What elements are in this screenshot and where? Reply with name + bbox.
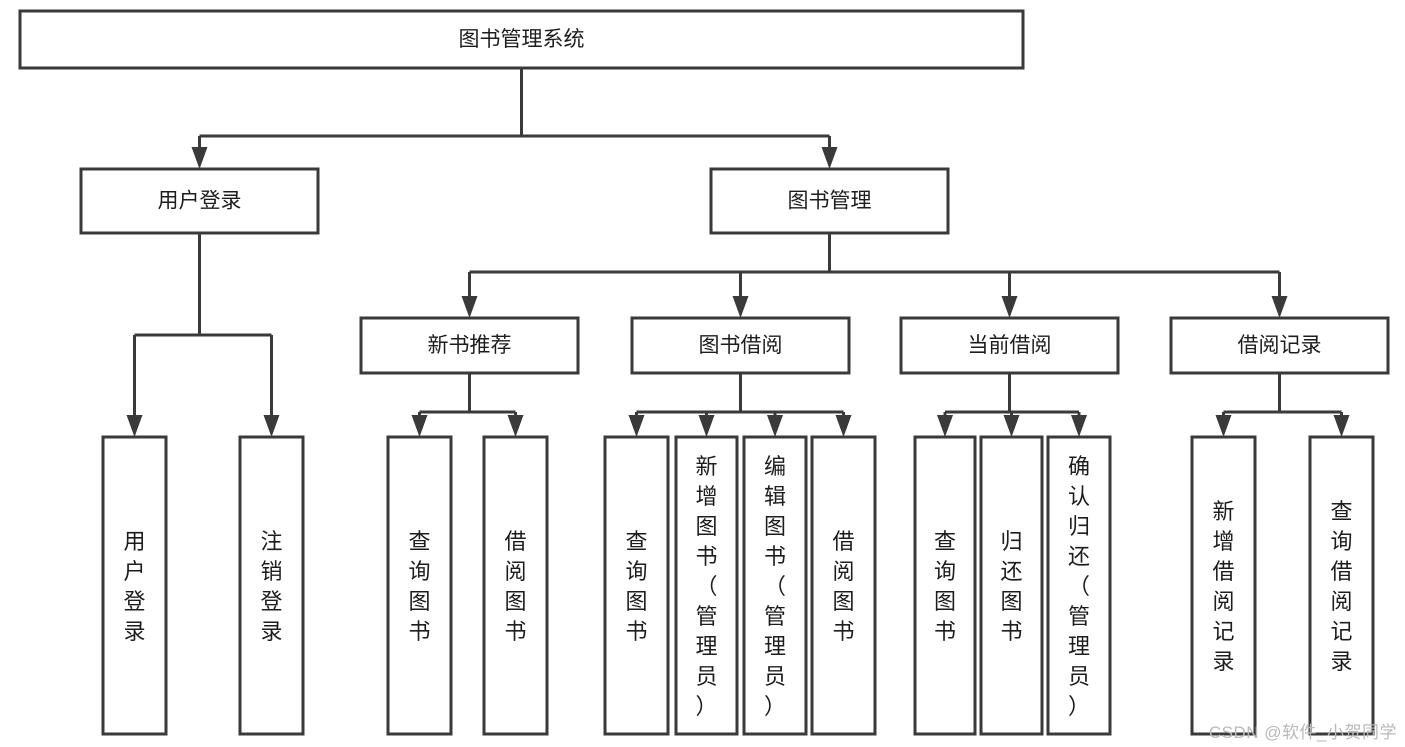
node-level3-0-rect[interactable]: [359, 316, 580, 375]
node-level3-2[interactable]: 当前借阅: [899, 316, 1120, 375]
node-level3-2-label: 当前借阅: [968, 334, 1052, 357]
node-root-label: 图书管理系统: [459, 28, 585, 51]
node-leaf-12[interactable]: 查询借阅记录: [1308, 435, 1375, 736]
node-level2-0[interactable]: 用户登录: [79, 167, 320, 235]
node-level2-1[interactable]: 图书管理: [709, 167, 950, 235]
node-leaf-9[interactable]: 归还图书: [979, 435, 1044, 736]
connector-l2-1-to-l3-1-arrowhead: [732, 296, 749, 318]
node-level3-0-label: 新书推荐: [428, 334, 512, 357]
node-leaf-5[interactable]: 新增图书（管理员）: [674, 435, 739, 736]
node-leaf-12-label: 查询借阅记录: [1330, 499, 1352, 674]
node-leaf-11[interactable]: 新增借阅记录: [1190, 435, 1257, 736]
node-leaf-11-rect[interactable]: [1190, 435, 1257, 736]
node-leaf-9-rect[interactable]: [979, 435, 1044, 736]
connector-l3-1-leaf-3-arrowhead: [835, 415, 852, 437]
node-layer: 图书管理系统用户登录图书管理新书推荐图书借阅当前借阅借阅记录用户登录注销登录查询…: [18, 9, 1390, 736]
node-level2-0-rect[interactable]: [79, 167, 320, 235]
node-root[interactable]: 图书管理系统: [18, 9, 1025, 70]
node-leaf-1-rect[interactable]: [238, 435, 305, 736]
connector-l2-1-to-l3-0-arrowhead: [461, 296, 478, 318]
node-leaf-12-rect[interactable]: [1308, 435, 1375, 736]
node-leaf-0-label: 用户登录: [123, 529, 145, 644]
node-leaf-7[interactable]: 借阅图书: [810, 435, 877, 736]
node-leaf-4[interactable]: 查询图书: [603, 435, 670, 736]
node-level3-3-rect[interactable]: [1169, 316, 1390, 375]
connector-l3-1-leaf-1-arrowhead: [698, 415, 715, 437]
node-leaf-1[interactable]: 注销登录: [238, 435, 305, 736]
node-leaf-2-label: 查询图书: [408, 529, 430, 644]
node-leaf-10[interactable]: 确认归还（管理员）: [1046, 435, 1112, 736]
connector-l3-0-leaf-0-arrowhead: [411, 415, 428, 437]
connector-l2-1-to-l3-2-arrowhead: [1001, 296, 1018, 318]
connector-l2-0-leaf-0-arrowhead: [126, 415, 143, 437]
node-leaf-6[interactable]: 编辑图书（管理员）: [742, 435, 808, 736]
node-leaf-3-rect[interactable]: [482, 435, 549, 736]
node-level3-3[interactable]: 借阅记录: [1169, 316, 1390, 375]
node-leaf-2-rect[interactable]: [386, 435, 453, 736]
node-leaf-4-rect[interactable]: [603, 435, 670, 736]
connector-l3-2-leaf-0-arrowhead: [937, 415, 953, 437]
node-level2-1-rect[interactable]: [709, 167, 950, 235]
node-leaf-8-label: 查询图书: [934, 529, 956, 644]
node-level3-1[interactable]: 图书借阅: [630, 316, 851, 375]
connector-l3-1-leaf-0-arrowhead: [628, 415, 645, 437]
node-leaf-1-label: 注销登录: [260, 529, 282, 644]
node-leaf-9-label: 归还图书: [1000, 529, 1022, 644]
connector-l3-1-leaf-2-arrowhead: [767, 415, 783, 437]
node-leaf-5-label: 新增图书（管理员）: [695, 454, 717, 719]
connector-layer: [126, 68, 1350, 437]
connector-root-to-l2-0-arrowhead: [191, 147, 208, 169]
node-leaf-6-label: 编辑图书（管理员）: [764, 454, 786, 719]
node-leaf-3[interactable]: 借阅图书: [482, 435, 549, 736]
connector-l3-2-leaf-2-arrowhead: [1071, 415, 1087, 437]
node-leaf-0-rect[interactable]: [101, 435, 168, 736]
node-leaf-7-label: 借阅图书: [832, 529, 854, 644]
connector-l3-0-leaf-1-arrowhead: [507, 415, 524, 437]
node-leaf-3-label: 借阅图书: [504, 529, 526, 644]
node-leaf-4-label: 查询图书: [625, 529, 647, 644]
connector-l2-0-leaf-1-arrowhead: [263, 415, 280, 437]
node-level3-0[interactable]: 新书推荐: [359, 316, 580, 375]
connector-l2-1-to-l3-3-arrowhead: [1271, 296, 1288, 318]
node-level3-1-rect[interactable]: [630, 316, 851, 375]
node-level2-1-label: 图书管理: [788, 190, 872, 213]
node-leaf-2[interactable]: 查询图书: [386, 435, 453, 736]
node-level2-0-label: 用户登录: [158, 190, 242, 213]
node-level3-2-rect[interactable]: [899, 316, 1120, 375]
node-leaf-11-label: 新增借阅记录: [1212, 499, 1234, 674]
connector-root-to-l2-1-arrowhead: [821, 147, 838, 169]
node-leaf-5-rect[interactable]: [674, 435, 739, 736]
node-leaf-7-rect[interactable]: [810, 435, 877, 736]
node-leaf-10-rect[interactable]: [1046, 435, 1112, 736]
node-leaf-0[interactable]: 用户登录: [101, 435, 168, 736]
node-leaf-6-rect[interactable]: [742, 435, 808, 736]
connector-l3-3-leaf-0-arrowhead: [1215, 415, 1232, 437]
node-leaf-10-label: 确认归还（管理员）: [1068, 454, 1090, 719]
node-root-rect[interactable]: [18, 9, 1025, 70]
node-leaf-8-rect[interactable]: [913, 435, 977, 736]
node-level3-1-label: 图书借阅: [699, 334, 783, 357]
node-leaf-8[interactable]: 查询图书: [913, 435, 977, 736]
node-level3-3-label: 借阅记录: [1238, 334, 1322, 357]
connector-l3-3-leaf-1-arrowhead: [1333, 415, 1350, 437]
connector-l3-2-leaf-1-arrowhead: [1003, 415, 1020, 437]
